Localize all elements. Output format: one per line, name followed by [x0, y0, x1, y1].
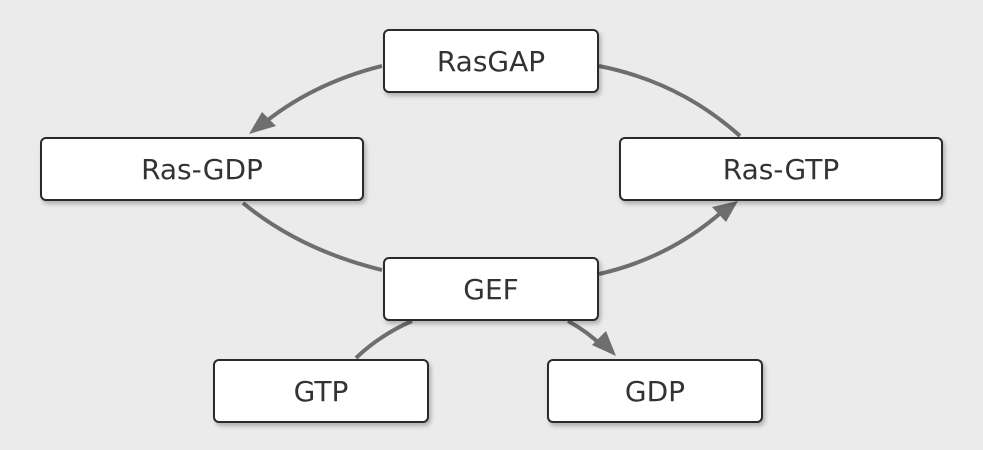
node-rasgap-label: RasGAP	[436, 44, 546, 78]
node-gef-label: GEF	[463, 272, 519, 306]
node-gdp-label: GDP	[624, 374, 686, 408]
node-ras-gtp-label: Ras-GTP	[722, 152, 840, 186]
node-ras-gtp: Ras-GTP	[619, 137, 943, 201]
arrowhead-gdp	[592, 331, 616, 356]
node-rasgap: RasGAP	[383, 29, 599, 93]
edge-gef-to-rasgtp	[598, 208, 726, 276]
node-gtp-label: GTP	[293, 374, 349, 408]
arrowhead-rasgdp	[249, 112, 276, 134]
node-gdp: GDP	[547, 359, 763, 423]
edge-rasgdp-to-gef	[241, 201, 383, 272]
edge-rasgap-to-rasgdp	[256, 64, 383, 130]
node-gef: GEF	[383, 257, 599, 321]
node-ras-gdp-label: Ras-GDP	[141, 152, 263, 186]
arrowhead-rasgtp	[712, 201, 738, 222]
edge-rasgtp-to-rasgap	[598, 64, 742, 138]
edge-gtp-to-gef	[354, 319, 413, 360]
node-ras-gdp: Ras-GDP	[40, 137, 364, 201]
node-gtp: GTP	[213, 359, 429, 423]
